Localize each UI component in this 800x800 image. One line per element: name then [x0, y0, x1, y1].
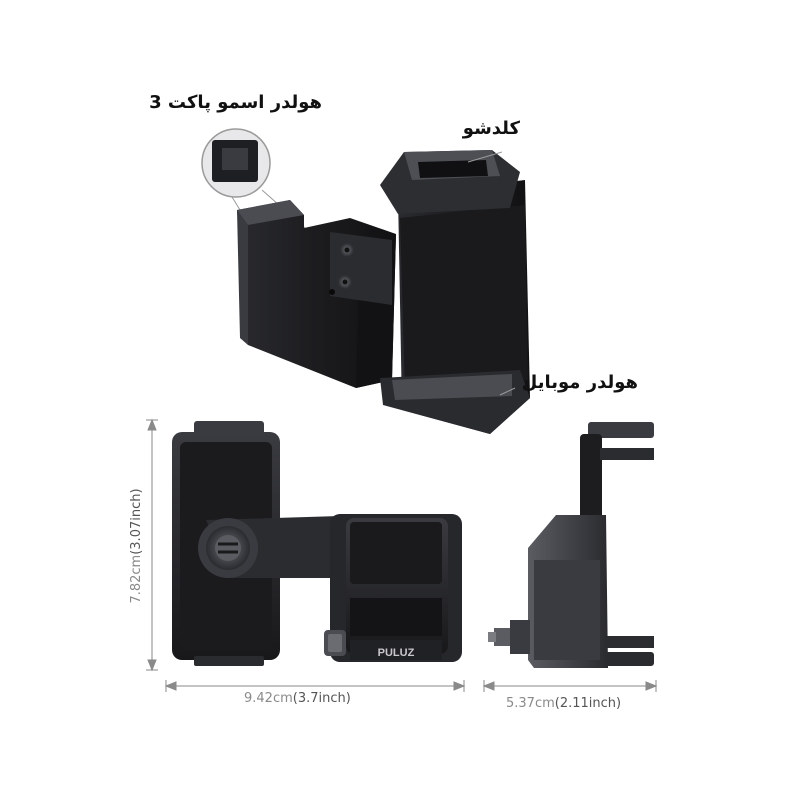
front-view	[172, 421, 462, 666]
side-view	[488, 422, 654, 668]
phone-holder-body	[380, 150, 530, 434]
width-dimension	[164, 680, 466, 692]
svg-text:7.82cm(3.07inch): 7.82cm(3.07inch)	[129, 488, 144, 603]
height-label: 7.82cm(3.07inch)	[129, 488, 144, 603]
width-in: (3.7inch)	[292, 691, 351, 706]
cold-shoe-leader	[467, 151, 503, 163]
depth-dimension	[482, 680, 658, 692]
width-label: 9.42cm(3.7inch)	[244, 691, 351, 706]
zoom-inset	[201, 128, 306, 229]
depth-in: (2.11inch)	[554, 696, 622, 711]
depth-label: 5.37cm(2.11inch)	[506, 696, 621, 711]
pocket-holder-callout: هولدر اسمو پاکت 3	[149, 92, 322, 113]
puluz-logo: PULUZ	[378, 647, 415, 659]
assembled-holder-view	[201, 128, 530, 434]
phone-holder-callout: هولدر موبایل	[521, 372, 638, 393]
depth-cm: 5.37cm	[506, 696, 555, 711]
height-dimension	[146, 418, 158, 672]
cold-shoe-callout: کلدشو	[462, 118, 520, 139]
width-cm: 9.42cm	[244, 691, 293, 706]
phone-holder-leader	[499, 387, 516, 396]
pocket-holder-body	[237, 200, 396, 388]
